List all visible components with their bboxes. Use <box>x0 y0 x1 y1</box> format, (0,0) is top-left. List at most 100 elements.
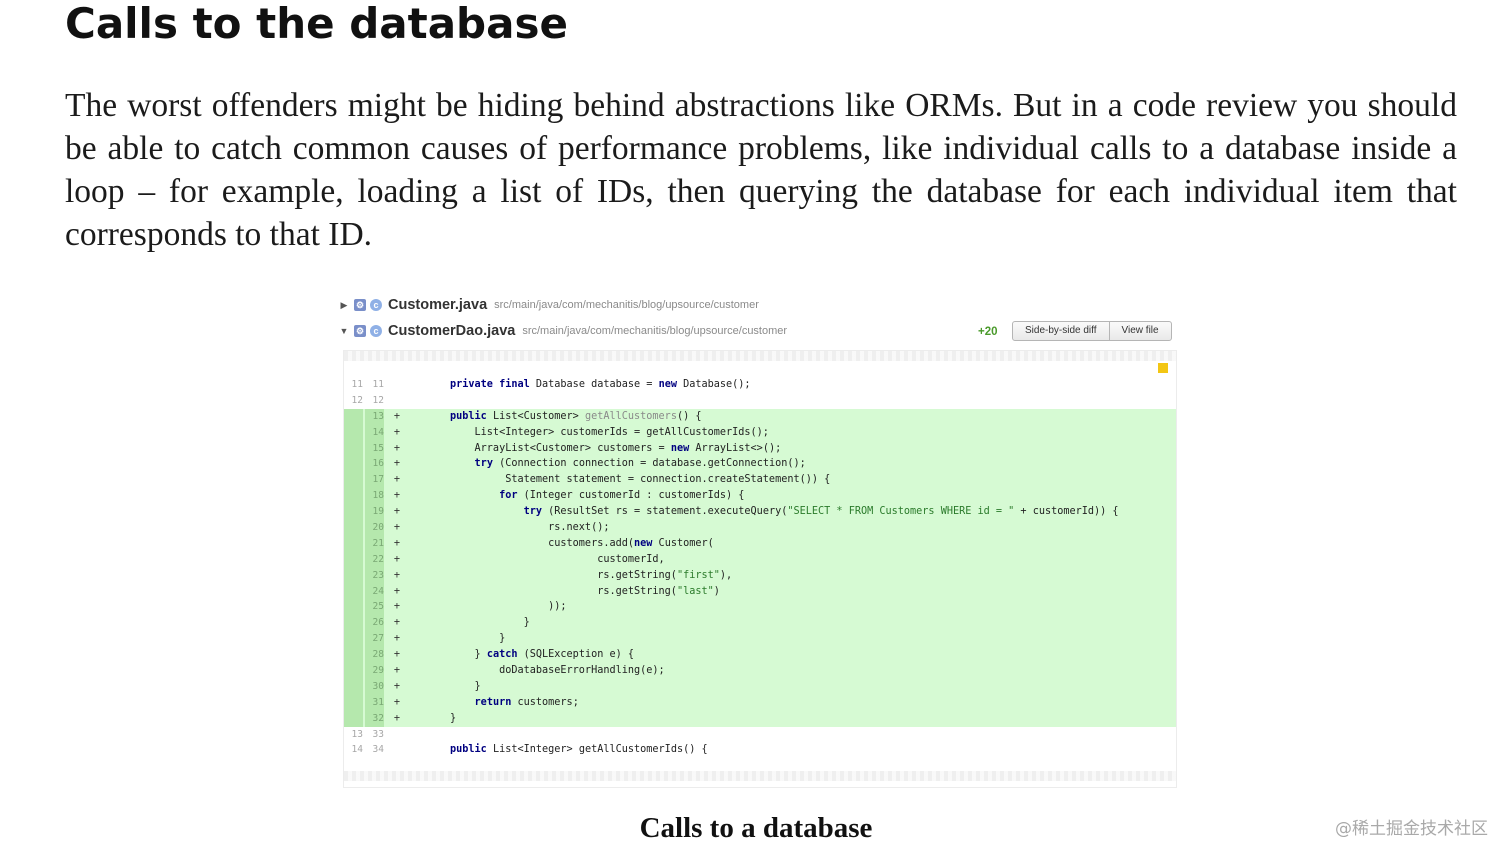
old-line-number <box>344 694 363 711</box>
old-line-number <box>344 710 363 727</box>
file-row-customer[interactable]: ▶ ⚙ c Customer.java src/main/java/com/me… <box>338 294 759 316</box>
new-line-number: 18 <box>365 488 384 505</box>
old-line-number <box>344 551 363 568</box>
code-text: rs.getString("first"), <box>450 569 733 581</box>
code-line: 30+ } <box>344 678 1176 695</box>
code-line: 14+ List<Integer> customerIds = getAllCu… <box>344 424 1176 441</box>
code-line: 18 + for (Integer customerId : customerId… <box>344 488 1176 505</box>
collapsed-lines-top[interactable] <box>344 351 1176 361</box>
expand-arrow-icon[interactable]: ▶ <box>340 299 348 310</box>
code-text: } <box>450 633 506 645</box>
diff-sign: + <box>393 665 401 677</box>
code-line: 23+ rs.getString("first"), <box>344 567 1176 584</box>
diff-sign: + <box>393 569 401 581</box>
diff-sign <box>384 377 410 393</box>
diff-sign: + <box>393 712 401 724</box>
code-line: 31+ return customers; <box>344 694 1176 711</box>
code-text: )); <box>450 601 567 613</box>
old-line-number <box>344 535 363 552</box>
diff-view-buttons: Side-by-side diff View file <box>1012 321 1172 341</box>
diff-sign: + <box>393 522 401 534</box>
diff-sign <box>384 393 410 409</box>
new-line-number: 12 <box>372 394 384 406</box>
new-line-number: 15 <box>365 440 384 457</box>
file-name[interactable]: Customer.java <box>388 297 488 313</box>
new-line-number: 13 <box>365 408 384 425</box>
old-line-number <box>344 615 363 632</box>
code-text: rs.next(); <box>450 522 610 534</box>
file-path: src/main/java/com/mechanitis/blog/upsour… <box>494 299 759 311</box>
class-icon: c <box>370 299 382 311</box>
new-line-number: 24 <box>365 583 384 600</box>
code-line: 21 + customers.add(new Customer( <box>344 535 1176 552</box>
new-line-number: 28 <box>365 647 384 664</box>
file-name[interactable]: CustomerDao.java <box>388 323 516 339</box>
new-line-number: 16 <box>365 456 384 473</box>
collapse-arrow-icon[interactable]: ▼ <box>339 326 349 336</box>
code-text: try (ResultSet rs = statement.executeQue… <box>523 506 1119 518</box>
file-row-customerdao[interactable]: ▼ ⚙ c CustomerDao.java src/main/java/com… <box>338 320 788 342</box>
new-line-number: 14 <box>365 424 384 441</box>
diff-sign: + <box>393 458 401 470</box>
new-line-number: 21 <box>365 535 384 552</box>
file-type-icon: ⚙ <box>354 325 366 337</box>
old-line-number <box>344 488 363 505</box>
code-text: customerId, <box>450 553 665 565</box>
code-line: 15 + ArrayList<Customer> customers = new … <box>344 440 1176 457</box>
figure-caption: Calls to a database <box>639 812 873 844</box>
diff-sign: + <box>393 585 401 597</box>
code-text <box>410 727 1176 743</box>
code-line: 29+ doDatabaseErrorHandling(e); <box>344 663 1176 679</box>
file-type-icon: ⚙ <box>354 299 366 311</box>
new-line-number: 19 <box>365 504 384 521</box>
old-line-number <box>344 583 363 600</box>
new-line-number: 22 <box>365 551 384 568</box>
code-line: 19+ try (ResultSet rs = statement.execut… <box>344 504 1176 521</box>
diff-sign: + <box>393 537 401 549</box>
code-text: try (Connection connection = database.ge… <box>474 458 806 470</box>
code-line: 16 + try (Connection connection = databas… <box>344 456 1176 473</box>
code-line: 25+ )); <box>344 599 1176 616</box>
code-line: 20 + rs.next(); <box>344 520 1176 536</box>
code-line: 22 + customerId, <box>344 551 1176 568</box>
old-line-number <box>344 678 363 695</box>
code-line: 32 +} <box>344 710 1176 727</box>
diff-sign: + <box>393 633 401 645</box>
added-lines-count: +20 <box>978 326 998 338</box>
code-line: 17+ Statement statement = connection.cre… <box>344 472 1176 489</box>
code-line: 28+ } catch (SQLException e) { <box>344 647 1176 664</box>
code-text: ArrayList<Customer> customers = new Arra… <box>450 442 782 454</box>
old-line-number <box>344 599 363 616</box>
diff-sign <box>384 727 410 743</box>
old-line-number <box>344 567 363 584</box>
new-line-number: 20 <box>365 520 384 536</box>
code-text: customers.add(new Customer( <box>450 537 714 549</box>
code-text: for (Integer customerId : customerIds) { <box>499 490 745 502</box>
old-line-number <box>344 520 363 536</box>
new-line-number: 31 <box>365 694 384 711</box>
side-by-side-diff-button[interactable]: Side-by-side diff <box>1025 325 1097 336</box>
diff-sign: + <box>393 490 401 502</box>
collapsed-lines-bottom[interactable] <box>344 771 1176 781</box>
new-line-number: 34 <box>372 744 384 756</box>
view-file-button[interactable]: View file <box>1108 322 1171 340</box>
diff-sign: + <box>393 442 401 454</box>
diff-sign: + <box>393 696 401 708</box>
code-text: } <box>450 712 457 724</box>
diff-sign: + <box>393 617 401 629</box>
class-icon: c <box>370 325 382 337</box>
code-text: } <box>450 617 530 629</box>
diff-sign: + <box>393 553 401 565</box>
code-text: private final Database database = new Da… <box>450 379 751 390</box>
code-line: 13+public List<Customer> getAllCustomers… <box>344 408 1176 425</box>
diff-sign: + <box>393 426 401 438</box>
old-line-number <box>344 504 363 521</box>
new-line-number: 32 <box>365 710 384 727</box>
old-line-number: 11 <box>351 379 363 390</box>
code-text: public List<Customer> getAllCustomers() … <box>450 410 702 422</box>
old-line-number <box>344 424 363 441</box>
section-heading: Calls to the database <box>65 0 568 48</box>
